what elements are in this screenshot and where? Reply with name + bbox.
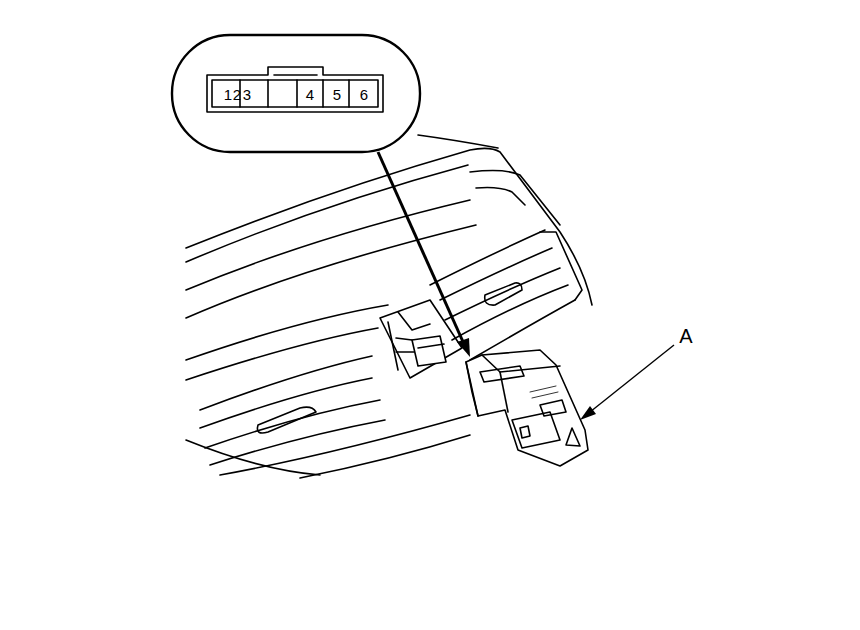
pin-number: 6 bbox=[360, 87, 368, 102]
pin-number: 2 bbox=[233, 87, 241, 102]
pin-number: 5 bbox=[333, 87, 341, 102]
pin-number: 1 bbox=[224, 87, 232, 102]
callout-letter: A bbox=[679, 326, 692, 346]
pin-number: 4 bbox=[306, 87, 314, 102]
pin-number: 3 bbox=[243, 87, 251, 102]
